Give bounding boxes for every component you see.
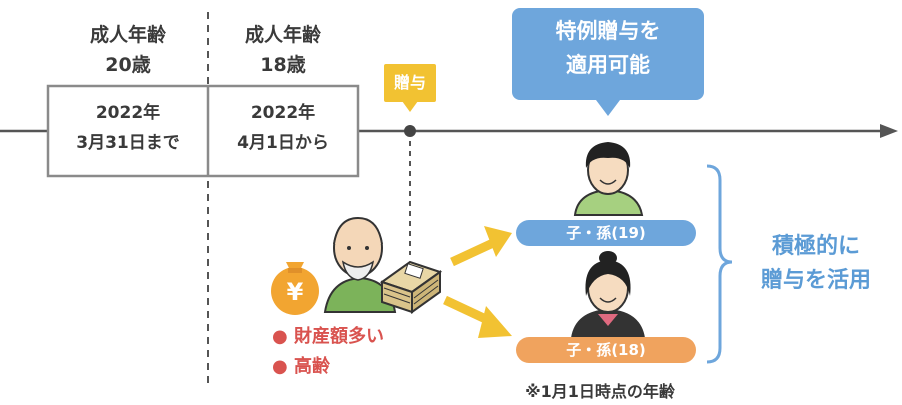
old-period-dates: 2022年 3月31日まで — [48, 98, 208, 158]
trait-item: ● 財産額多い — [272, 326, 384, 347]
old-date-line2: 3月31日まで — [76, 133, 180, 153]
old-heading-line1: 成人年齢 — [89, 24, 166, 46]
giver-traits: ● 財産額多い ● 高齢 — [272, 322, 452, 382]
new-date-line2: 4月1日から — [237, 133, 329, 153]
old-date-line1: 2022年 — [95, 103, 161, 123]
yen-symbol: ¥ — [286, 278, 304, 306]
old-heading-line2: 20歳 — [105, 54, 151, 76]
money-stack-icon — [379, 260, 443, 314]
young-woman-icon — [570, 251, 646, 339]
age-footnote: ※1月1日時点の年齢 — [525, 382, 675, 401]
special-bubble-pointer — [596, 100, 620, 116]
gift-tag: 贈与 — [384, 64, 436, 102]
special-bubble-line2: 適用可能 — [566, 53, 650, 77]
gift-tag-pointer — [402, 101, 418, 112]
date-box — [46, 84, 360, 178]
new-period-heading: 成人年齢 18歳 — [208, 20, 358, 80]
new-heading-line2: 18歳 — [260, 54, 306, 76]
new-date-line1: 2022年 — [250, 103, 316, 123]
special-gift-bubble: 特例贈与を 適用可能 — [512, 8, 704, 100]
old-period-heading: 成人年齢 20歳 — [48, 20, 208, 80]
timeline-arrow-head — [880, 124, 898, 138]
recipients-bracket — [706, 164, 733, 364]
recipient-pill-19: 子・孫(19) — [516, 220, 696, 246]
money-bag-icon — [271, 262, 319, 315]
trait-item: ● 高齢 — [272, 356, 330, 377]
gift-point — [404, 125, 416, 137]
arrow-to-lower-recipient — [443, 295, 512, 338]
new-period-dates: 2022年 4月1日から — [208, 98, 358, 158]
new-heading-line1: 成人年齢 — [244, 24, 321, 46]
arrow-to-upper-recipient — [450, 226, 512, 267]
trait-wealthy: 財産額多い — [293, 326, 384, 347]
bracket-line1: 積極的に — [771, 234, 860, 259]
young-man-icon — [573, 142, 644, 216]
recipient-pill-18: 子・孫(18) — [516, 337, 696, 363]
trait-elderly: 高齢 — [293, 356, 330, 377]
special-bubble-line1: 特例贈与を — [555, 19, 661, 43]
bracket-text: 積極的に 贈与を活用 — [736, 230, 896, 298]
bracket-line2: 贈与を活用 — [760, 268, 871, 293]
